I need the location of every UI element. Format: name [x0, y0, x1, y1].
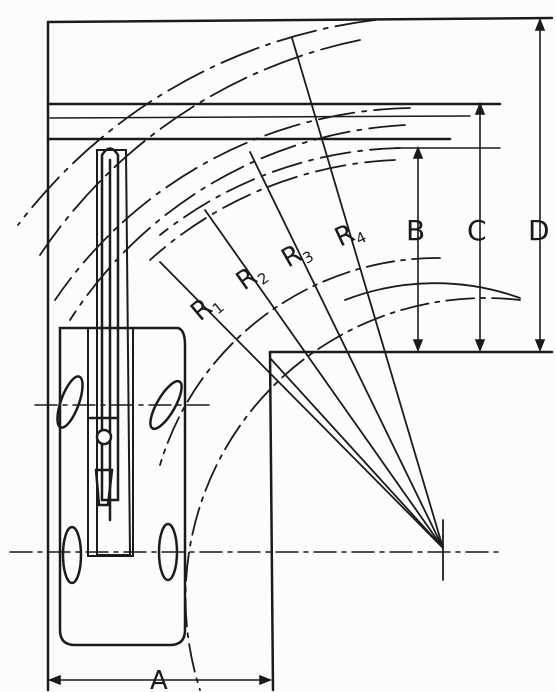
turning-arcs: [17, 19, 521, 691]
dimension-line-b: [412, 145, 424, 353]
radius-line-r1: [159, 261, 444, 549]
label-r4: R4: [330, 214, 369, 256]
centerlines: [9, 404, 501, 553]
front-left-wheel: [56, 375, 84, 429]
vehicle-wheels: [56, 375, 183, 585]
label-c: C: [467, 214, 487, 247]
dimension-extension-lines: [49, 17, 553, 149]
label-r3: R3: [277, 234, 317, 276]
dimension-line-d: [534, 17, 546, 353]
dimension-line-a: [47, 674, 273, 686]
vehicle-boom: [88, 147, 120, 522]
label-a: A: [150, 666, 168, 692]
dimension-labels: B C D A: [150, 214, 550, 692]
dimension-line-c: [474, 101, 486, 353]
front-right-wheel: [149, 379, 183, 431]
label-b: B: [406, 214, 425, 247]
radius-line-r3: [249, 151, 444, 549]
rear-right-wheel: [157, 522, 179, 582]
radius-lines: [159, 37, 444, 549]
label-d: D: [528, 214, 550, 247]
radius-line-r4: [291, 37, 444, 549]
label-r2: R2: [231, 256, 273, 299]
corridor-outline: [46, 16, 554, 692]
radius-line-r2: [204, 209, 444, 549]
rear-left-wheel: [61, 525, 83, 585]
